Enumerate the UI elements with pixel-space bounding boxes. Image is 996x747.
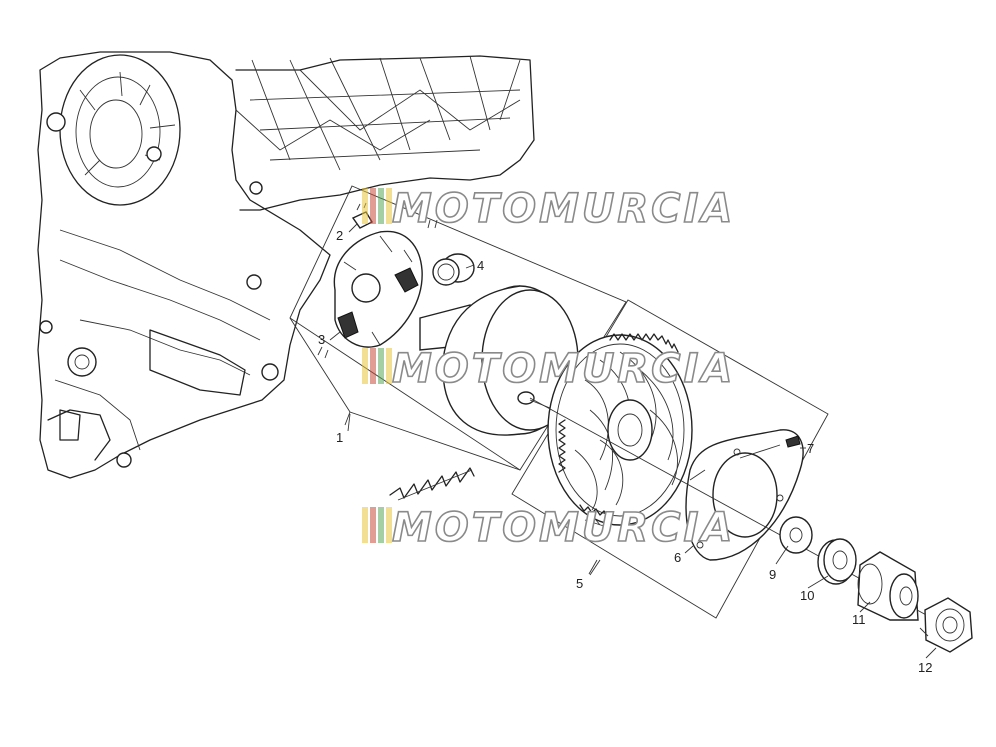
watermark-stripe — [362, 188, 368, 224]
watermark-stripe — [386, 348, 392, 384]
callout-2: 2 — [336, 228, 343, 243]
group-1-outline — [289, 185, 627, 471]
part-1-movable-pulley — [419, 285, 579, 436]
callout-labels: 1 2 3 4 5 6 7 9 10 11 12 — [318, 228, 932, 675]
part-7-screw — [739, 435, 801, 459]
callout-10: 10 — [800, 588, 814, 603]
callout-4: 4 — [477, 258, 484, 273]
watermark-stripe — [386, 507, 392, 543]
callout-11: 11 — [852, 612, 866, 627]
part-11-spacer — [857, 551, 919, 621]
watermark-middle: MOTOMURCIA — [362, 345, 735, 393]
watermark-stripe — [370, 507, 376, 543]
watermark-stripe — [370, 188, 376, 224]
callout-12: 12 — [918, 660, 932, 675]
watermark-text: MOTOMURCIA — [392, 505, 735, 551]
callout-7: 7 — [807, 441, 814, 456]
watermark-text: MOTOMURCIA — [392, 346, 735, 392]
part-3-ramp-plate — [317, 230, 423, 359]
watermark-stripe — [378, 188, 384, 224]
callout-9: 9 — [769, 567, 776, 582]
part-6-plate — [685, 429, 804, 561]
watermark-stripe — [378, 348, 384, 384]
watermark-text: MOTOMURCIA — [392, 186, 735, 232]
callout-6: 6 — [674, 550, 681, 565]
part-10-washer — [817, 538, 857, 585]
watermark-stripe — [378, 507, 384, 543]
watermark-stripe — [386, 188, 392, 224]
part-5-fan-pulley — [547, 333, 693, 529]
callout-5: 5 — [576, 576, 583, 591]
engine-case — [37, 51, 535, 479]
part-4-bushing — [432, 253, 475, 286]
part-9-washer — [779, 516, 813, 554]
watermark-stripe — [362, 348, 368, 384]
callout-3: 3 — [318, 332, 325, 347]
part-12-nut — [919, 597, 973, 653]
leader-lines — [329, 223, 937, 659]
spring — [389, 467, 475, 501]
callout-1: 1 — [336, 430, 343, 445]
watermark-stripe — [370, 348, 376, 384]
watermark-stripe — [362, 507, 368, 543]
watermark-top: MOTOMURCIA — [362, 185, 735, 233]
watermark-bottom: MOTOMURCIA — [362, 504, 735, 552]
